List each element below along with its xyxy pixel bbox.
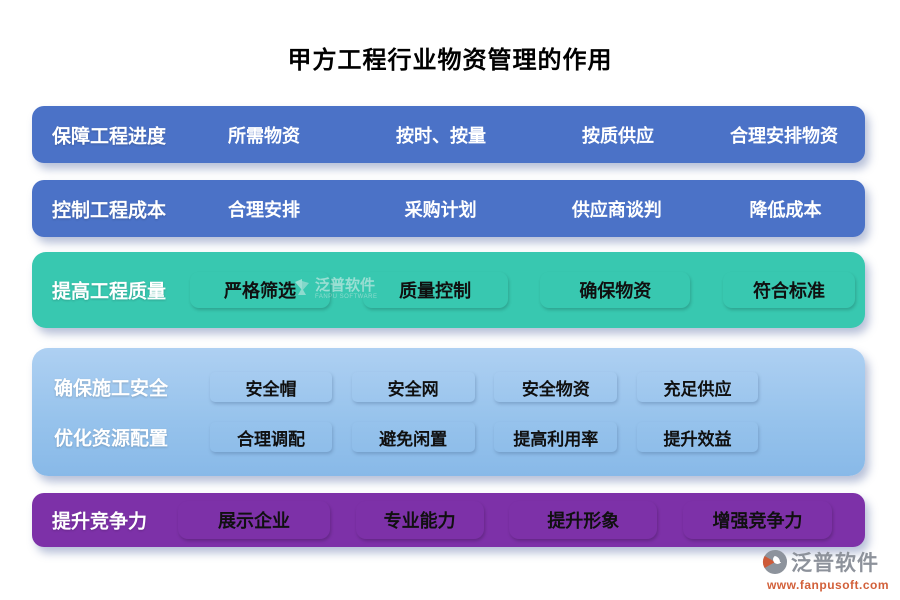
chip-reasonable-arrangement[interactable]: 合理安排 [195, 192, 333, 226]
chip-strengthen-competitiveness[interactable]: 增强竞争力 [683, 501, 832, 539]
chip-procurement-plan[interactable]: 采购计划 [366, 192, 516, 226]
chip-required-materials[interactable]: 所需物资 [195, 118, 333, 152]
row-control-cost-buttons: 合理安排 采购计划 供应商谈判 降低成本 [195, 192, 853, 226]
chip-enhance-benefit[interactable]: 提升效益 [637, 422, 758, 452]
chip-quality-control[interactable]: 质量控制 [363, 272, 508, 308]
row-ensure-safety: 确保施工安全 安全帽 安全网 安全物资 充足供应 [32, 362, 865, 412]
row-ensure-safety-label: 确保施工安全 [54, 378, 169, 400]
chip-safety-materials[interactable]: 安全物资 [494, 372, 617, 402]
row-optimize-resources-label: 优化资源配置 [54, 428, 169, 450]
fanpu-brand-name: 泛普软件 [791, 552, 879, 575]
chip-improve-utilization[interactable]: 提高利用率 [494, 422, 617, 452]
row-improve-quality-buttons: 严格筛选 质量控制 确保物资 符合标准 [190, 272, 855, 308]
row-enhance-competitiveness-buttons: 展示企业 专业能力 提升形象 增强竞争力 [178, 501, 832, 539]
chip-safety-net[interactable]: 安全网 [352, 372, 475, 402]
row-enhance-competitiveness-label: 提升竞争力 [52, 511, 148, 533]
row-guarantee-progress: 保障工程进度 所需物资 按时、按量 按质供应 合理安排物资 [32, 106, 865, 163]
row-enhance-competitiveness: 提升竞争力 展示企业 专业能力 提升形象 增强竞争力 [32, 493, 865, 547]
chip-avoid-idle[interactable]: 避免闲置 [352, 422, 475, 452]
row-guarantee-progress-label: 保障工程进度 [52, 126, 167, 147]
row-optimize-resources-buttons: 合理调配 避免闲置 提高利用率 提升效益 [210, 422, 758, 452]
chip-professional-ability[interactable]: 专业能力 [356, 501, 484, 539]
chip-ensure-materials[interactable]: 确保物资 [540, 272, 690, 308]
chip-supplier-negotiation[interactable]: 供应商谈判 [548, 192, 685, 226]
row-improve-quality-label: 提高工程质量 [52, 281, 167, 303]
row-ensure-safety-buttons: 安全帽 安全网 安全物资 充足供应 [210, 372, 758, 402]
chip-reduce-cost[interactable]: 降低成本 [718, 192, 853, 226]
row-control-cost: 控制工程成本 合理安排 采购计划 供应商谈判 降低成本 [32, 180, 865, 237]
chip-quality-supply[interactable]: 按质供应 [549, 118, 687, 152]
row-control-cost-label: 控制工程成本 [52, 200, 167, 221]
chip-meet-standards[interactable]: 符合标准 [723, 272, 855, 308]
row-guarantee-progress-buttons: 所需物资 按时、按量 按质供应 合理安排物资 [195, 118, 853, 152]
chip-on-time-on-quantity[interactable]: 按时、按量 [361, 118, 521, 152]
fanpu-brand: 泛普软件 www.fanpusoft.com [762, 547, 894, 592]
chip-strict-screening[interactable]: 严格筛选 [190, 272, 330, 308]
chip-safety-helmet[interactable]: 安全帽 [210, 372, 332, 402]
row-improve-quality: 泛普软件 FANPU SOFTWARE 提高工程质量 严格筛选 质量控制 确保物… [32, 252, 865, 328]
page-title: 甲方工程行业物资管理的作用 [287, 47, 613, 74]
chip-enhance-image[interactable]: 提升形象 [509, 501, 657, 539]
chip-sufficient-supply[interactable]: 充足供应 [637, 372, 758, 402]
chip-showcase-enterprise[interactable]: 展示企业 [178, 501, 330, 539]
fanpu-website: www.fanpusoft.com [766, 578, 890, 592]
chip-arrange-materials[interactable]: 合理安排物资 [715, 118, 853, 152]
chip-reasonable-allocation[interactable]: 合理调配 [210, 422, 332, 452]
fanpu-logo-icon [762, 550, 787, 574]
row-optimize-resources: 优化资源配置 合理调配 避免闲置 提高利用率 提升效益 [32, 412, 865, 462]
panel-safety-resource: 确保施工安全 安全帽 安全网 安全物资 充足供应 优化资源配置 合理调配 避免闲… [32, 348, 865, 476]
